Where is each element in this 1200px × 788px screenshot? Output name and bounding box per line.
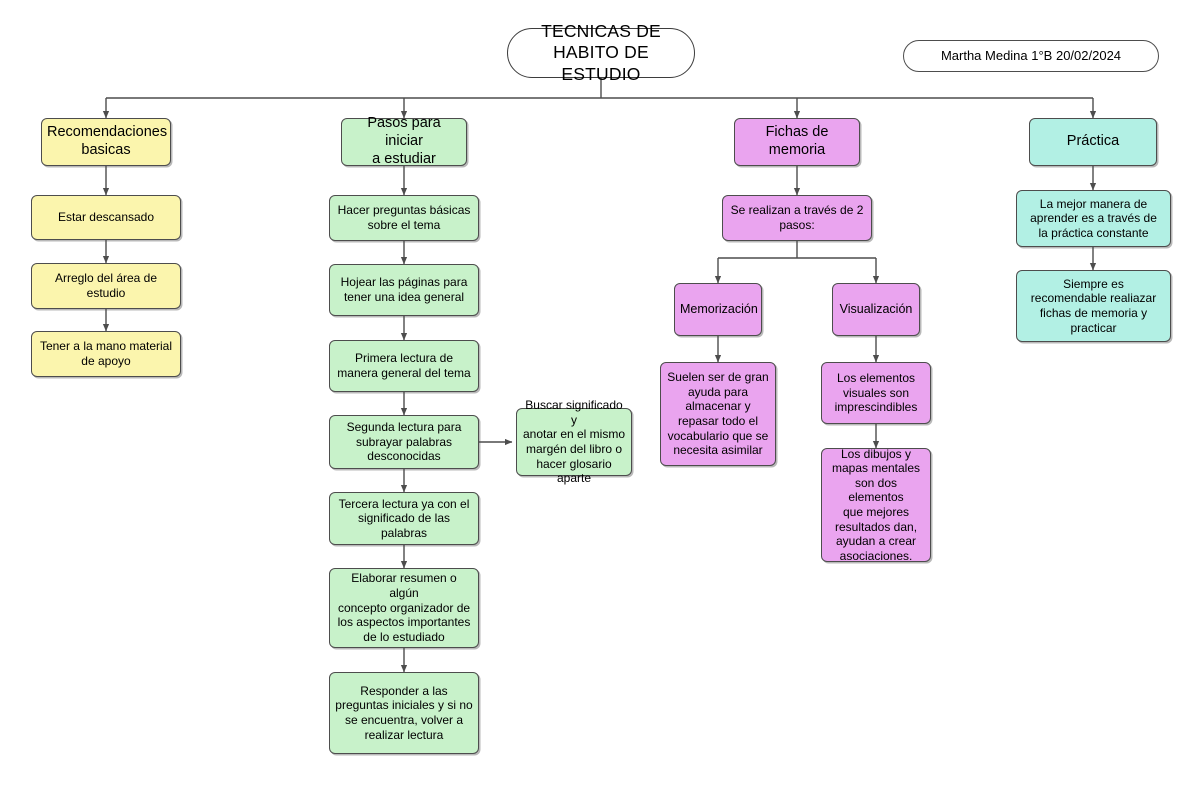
branch-header-fichas[interactable]: Fichas de memoria	[734, 118, 860, 166]
node-label: La mejor manera de aprender es a través …	[1030, 196, 1157, 240]
node-label: Tener a la mano material de apoyo	[39, 339, 173, 368]
node-label: Estar descansado	[57, 210, 155, 225]
branch-header-practica[interactable]: Práctica	[1029, 118, 1157, 166]
node-practica-step-1[interactable]: La mejor manera de aprender es a través …	[1016, 190, 1171, 247]
node-pasos-side-note[interactable]: Buscar significado y anotar en el mismo …	[516, 398, 632, 485]
branch-header-label: Fichas de memoria	[765, 124, 829, 158]
node-label: Los elementos visuales son imprescindibl…	[834, 371, 918, 415]
node-pasos-step-6[interactable]: Elaborar resumen o algún concepto organi…	[329, 568, 479, 648]
node-label: Visualización	[839, 301, 913, 316]
node-pasos-step-2[interactable]: Hojear las páginas para tener una idea g…	[329, 264, 479, 316]
node-pasos-step-7[interactable]: Responder a las preguntas iniciales y si…	[329, 672, 479, 754]
node-memorizacion-detail-1[interactable]: Suelen ser de gran ayuda para almacenar …	[660, 362, 776, 466]
branch-header-label: Recomendaciones basicas	[47, 124, 168, 158]
branch-header-label: Práctica	[1066, 133, 1120, 150]
node-label: Suelen ser de gran ayuda para almacenar …	[667, 370, 769, 458]
node-label: Buscar significado y anotar en el mismo …	[522, 398, 626, 486]
root-node-title[interactable]: TECNICAS DE HABITO DE ESTUDIO	[507, 21, 695, 84]
node-label: Segunda lectura para subrayar palabras d…	[346, 420, 462, 464]
node-visualizacion-detail-2[interactable]: Los dibujos y mapas mentales son dos ele…	[821, 446, 931, 563]
node-label: Responder a las preguntas iniciales y si…	[335, 683, 473, 742]
node-label: Los dibujos y mapas mentales son dos ele…	[831, 446, 921, 563]
node-fichas-intro[interactable]: Se realizan a través de 2 pasos:	[722, 195, 872, 241]
node-label: Siempre es recomendable realiazar fichas…	[1030, 276, 1157, 335]
node-recomendaciones-step-2[interactable]: Arreglo del área de estudio	[31, 263, 181, 309]
node-label: Tercera lectura ya con el significado de…	[338, 496, 470, 540]
node-label: Arreglo del área de estudio	[54, 271, 158, 300]
node-label: Elaborar resumen o algún concepto organi…	[337, 571, 471, 644]
node-fichas-memorizacion[interactable]: Memorización	[674, 283, 762, 336]
branch-header-recomendaciones[interactable]: Recomendaciones basicas	[41, 118, 171, 166]
branch-header-pasos[interactable]: Pasos para iniciar a estudiar	[341, 115, 467, 167]
node-label: Primera lectura de manera general del te…	[337, 351, 471, 380]
author-stamp-label: Martha Medina 1°B 20/02/2024	[940, 48, 1122, 64]
node-pasos-step-5[interactable]: Tercera lectura ya con el significado de…	[329, 492, 479, 545]
node-pasos-step-4[interactable]: Segunda lectura para subrayar palabras d…	[329, 415, 479, 469]
node-recomendaciones-step-1[interactable]: Estar descansado	[31, 195, 181, 240]
node-visualizacion-detail-1[interactable]: Los elementos visuales son imprescindibl…	[821, 362, 931, 424]
node-recomendaciones-step-3[interactable]: Tener a la mano material de apoyo	[31, 331, 181, 377]
node-pasos-step-3[interactable]: Primera lectura de manera general del te…	[329, 340, 479, 392]
node-pasos-step-1[interactable]: Hacer preguntas básicas sobre el tema	[329, 195, 479, 241]
node-fichas-visualizacion[interactable]: Visualización	[832, 283, 920, 336]
node-label: Hojear las páginas para tener una idea g…	[340, 275, 468, 304]
branch-header-label: Pasos para iniciar a estudiar	[367, 115, 441, 167]
node-label: Memorización	[680, 301, 758, 316]
author-stamp[interactable]: Martha Medina 1°B 20/02/2024	[903, 40, 1159, 72]
root-node-label: TECNICAS DE HABITO DE ESTUDIO	[541, 20, 661, 84]
node-label: Hacer preguntas básicas sobre el tema	[337, 203, 471, 232]
node-label: Se realizan a través de 2 pasos:	[730, 203, 864, 232]
node-practica-step-2[interactable]: Siempre es recomendable realiazar fichas…	[1016, 270, 1171, 342]
